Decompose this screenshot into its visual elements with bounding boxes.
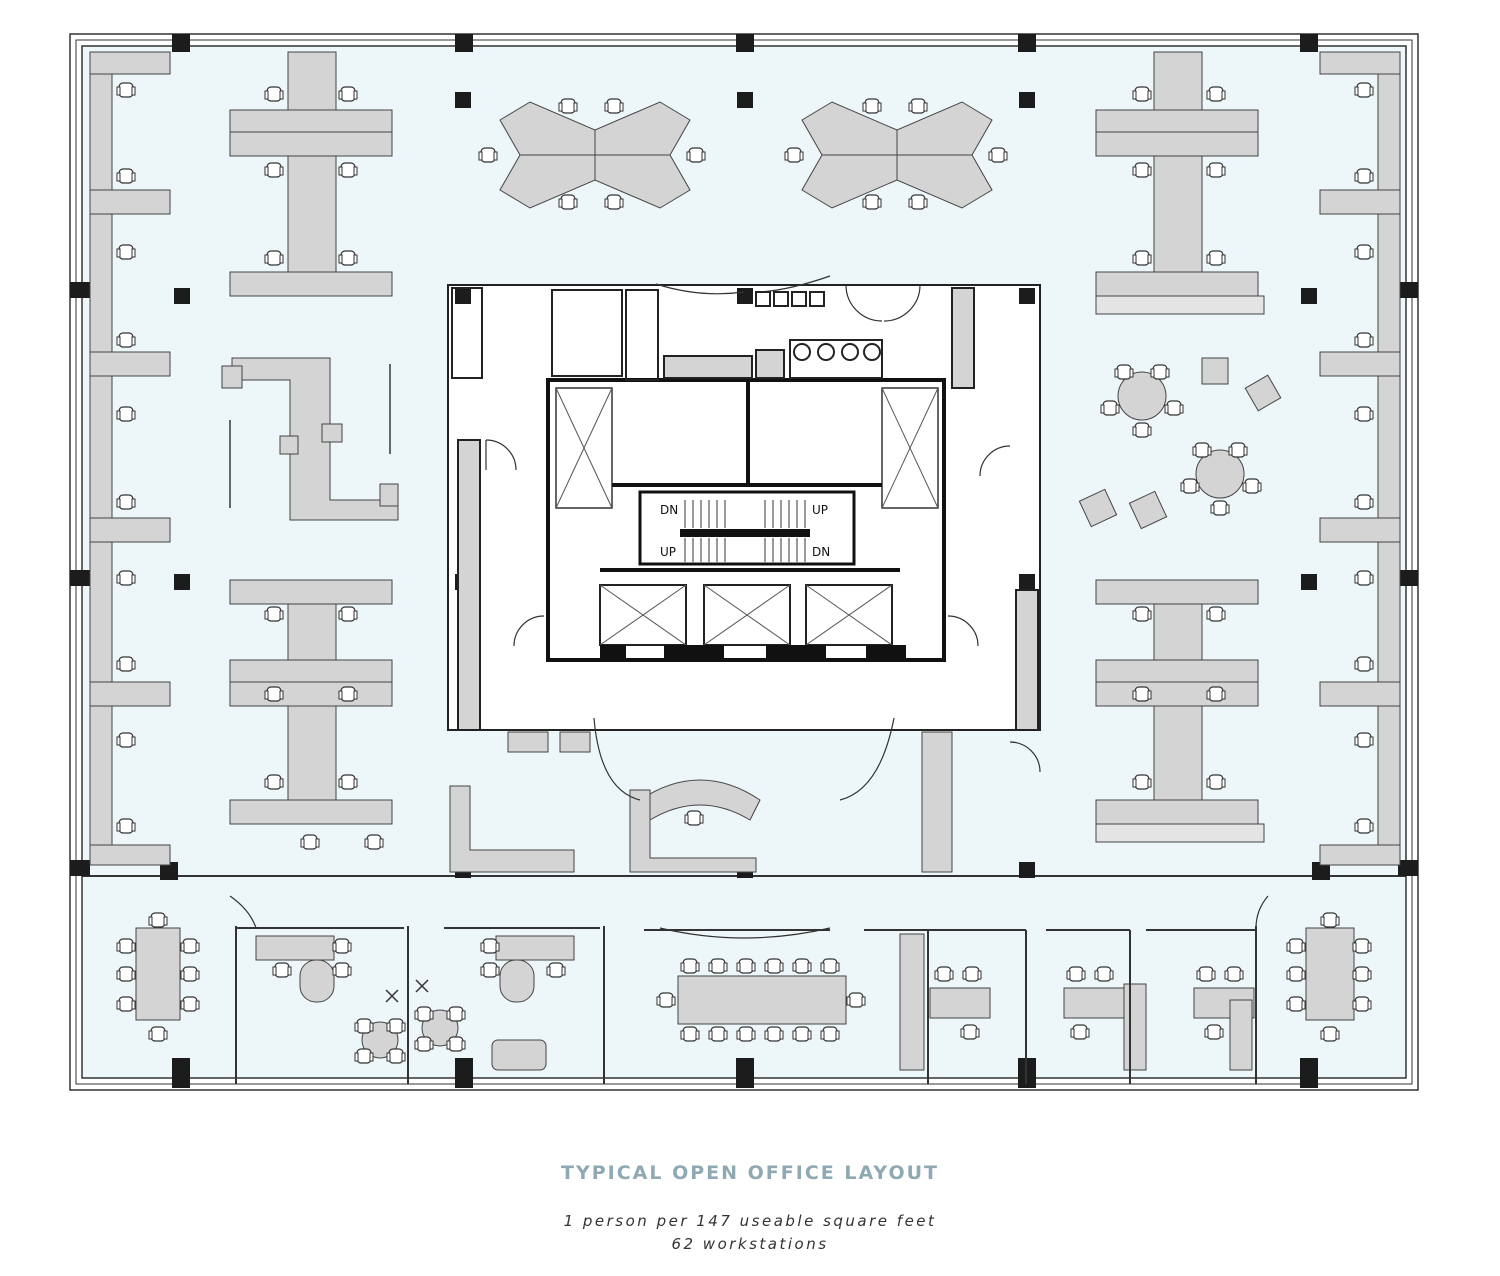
clearance-marks — [385, 979, 429, 1003]
reception-area — [449, 731, 953, 873]
stair-label-dn-top: DN — [660, 503, 678, 517]
floor-plan: DN UP UP DN — [69, 33, 1419, 1091]
plan-subtitle-workstations: 62 workstations — [671, 1235, 829, 1253]
lounge-tables-east — [1078, 357, 1282, 530]
plan-title: TYPICAL OPEN OFFICE LAYOUT — [561, 1162, 939, 1184]
workstation-cluster-se — [1095, 579, 1265, 843]
stair-label-up-bottom: UP — [660, 545, 676, 559]
collaborative-bench-east — [801, 101, 993, 209]
collaborative-bench-west — [499, 101, 691, 209]
stair-label-up-top: UP — [812, 503, 828, 517]
perimeter-workstations-east — [1319, 51, 1401, 866]
perimeter-workstations-west — [89, 51, 171, 866]
workstation-cluster-nw — [229, 51, 393, 297]
core-walls-extra — [451, 287, 1039, 731]
workstation-cluster-ne — [1095, 51, 1265, 315]
plan-subtitle-density: 1 person per 147 useable square feet — [563, 1212, 937, 1230]
stair-label-dn-bottom: DN — [812, 545, 830, 559]
door-swings — [229, 275, 1269, 939]
south-offices — [135, 927, 1355, 1071]
stairwell: DN UP UP DN — [638, 490, 856, 566]
lounge-seating-west — [221, 357, 399, 521]
workstation-cluster-sw — [229, 579, 393, 825]
structural-columns — [70, 34, 1418, 1088]
south-partitions — [235, 926, 1257, 1084]
